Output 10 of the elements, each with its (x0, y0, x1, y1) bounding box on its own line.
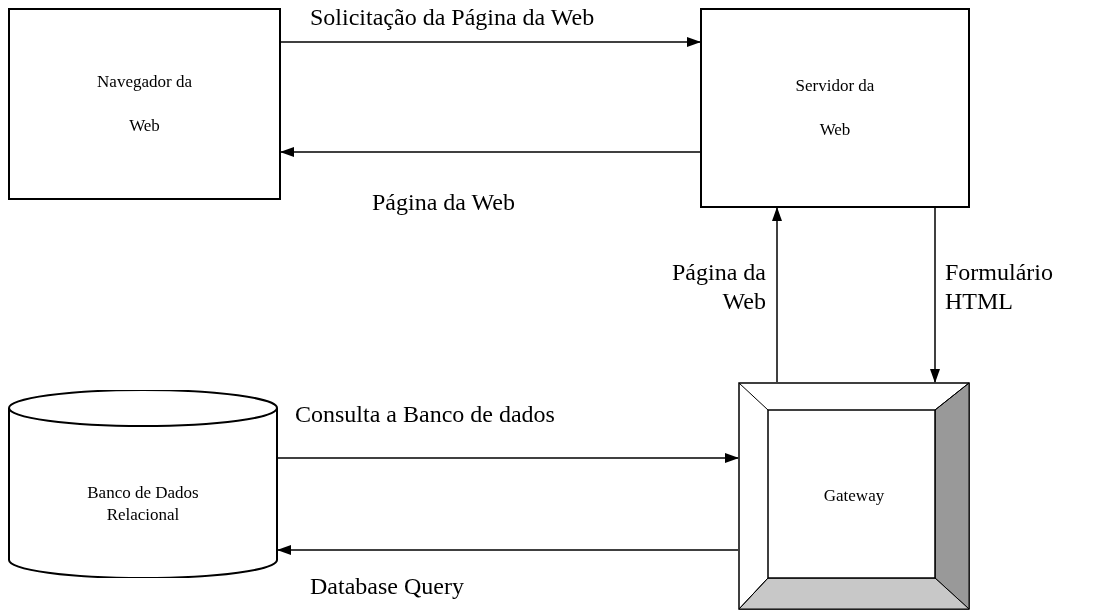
arrow (277, 545, 739, 555)
arrow (280, 147, 701, 157)
node-label: Servidor da Web (794, 74, 876, 141)
arrow (772, 207, 782, 383)
arrow (280, 37, 701, 47)
node-label: Gateway (823, 484, 885, 507)
node-label: Banco de Dados Relacional (86, 481, 200, 526)
node-label: Navegador da Web (96, 70, 193, 137)
arrow (930, 207, 940, 383)
arrow (277, 453, 739, 463)
